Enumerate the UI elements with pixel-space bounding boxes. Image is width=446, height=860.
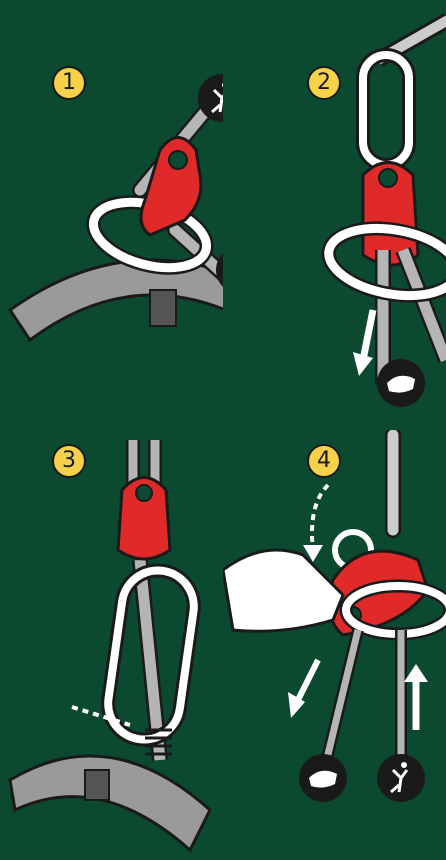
step-number-badge: 2	[307, 66, 341, 100]
arrow-up-icon	[404, 664, 428, 730]
climber-icon	[377, 754, 425, 802]
anchor-carabiner-outline	[363, 55, 409, 165]
harness-buckle	[85, 770, 109, 800]
rope-brake-side	[323, 630, 358, 775]
belay-hand-icon	[299, 754, 347, 802]
step-3-illustration	[0, 430, 223, 860]
belay-hand-icon	[377, 359, 425, 407]
step-1-illustration	[0, 0, 223, 430]
step-4-panel: 4	[223, 430, 446, 860]
arrow-down-icon	[353, 310, 373, 376]
step-number-badge: 4	[307, 444, 341, 478]
step-4-illustration	[223, 430, 446, 860]
step-number-badge: 3	[52, 444, 86, 478]
harness-buckle	[150, 290, 176, 326]
harness-belt	[10, 260, 223, 340]
rope-climber-side	[403, 250, 446, 360]
releasing-hand	[223, 550, 343, 631]
step-3-panel: 3	[0, 430, 223, 860]
dotted-arrow-icon	[312, 485, 328, 550]
step-1-panel: 1	[0, 0, 223, 430]
step-2-panel: 2	[223, 0, 446, 430]
arrow-down-icon	[288, 660, 318, 718]
step-2-illustration	[223, 0, 446, 430]
step-number-badge: 1	[52, 66, 86, 100]
